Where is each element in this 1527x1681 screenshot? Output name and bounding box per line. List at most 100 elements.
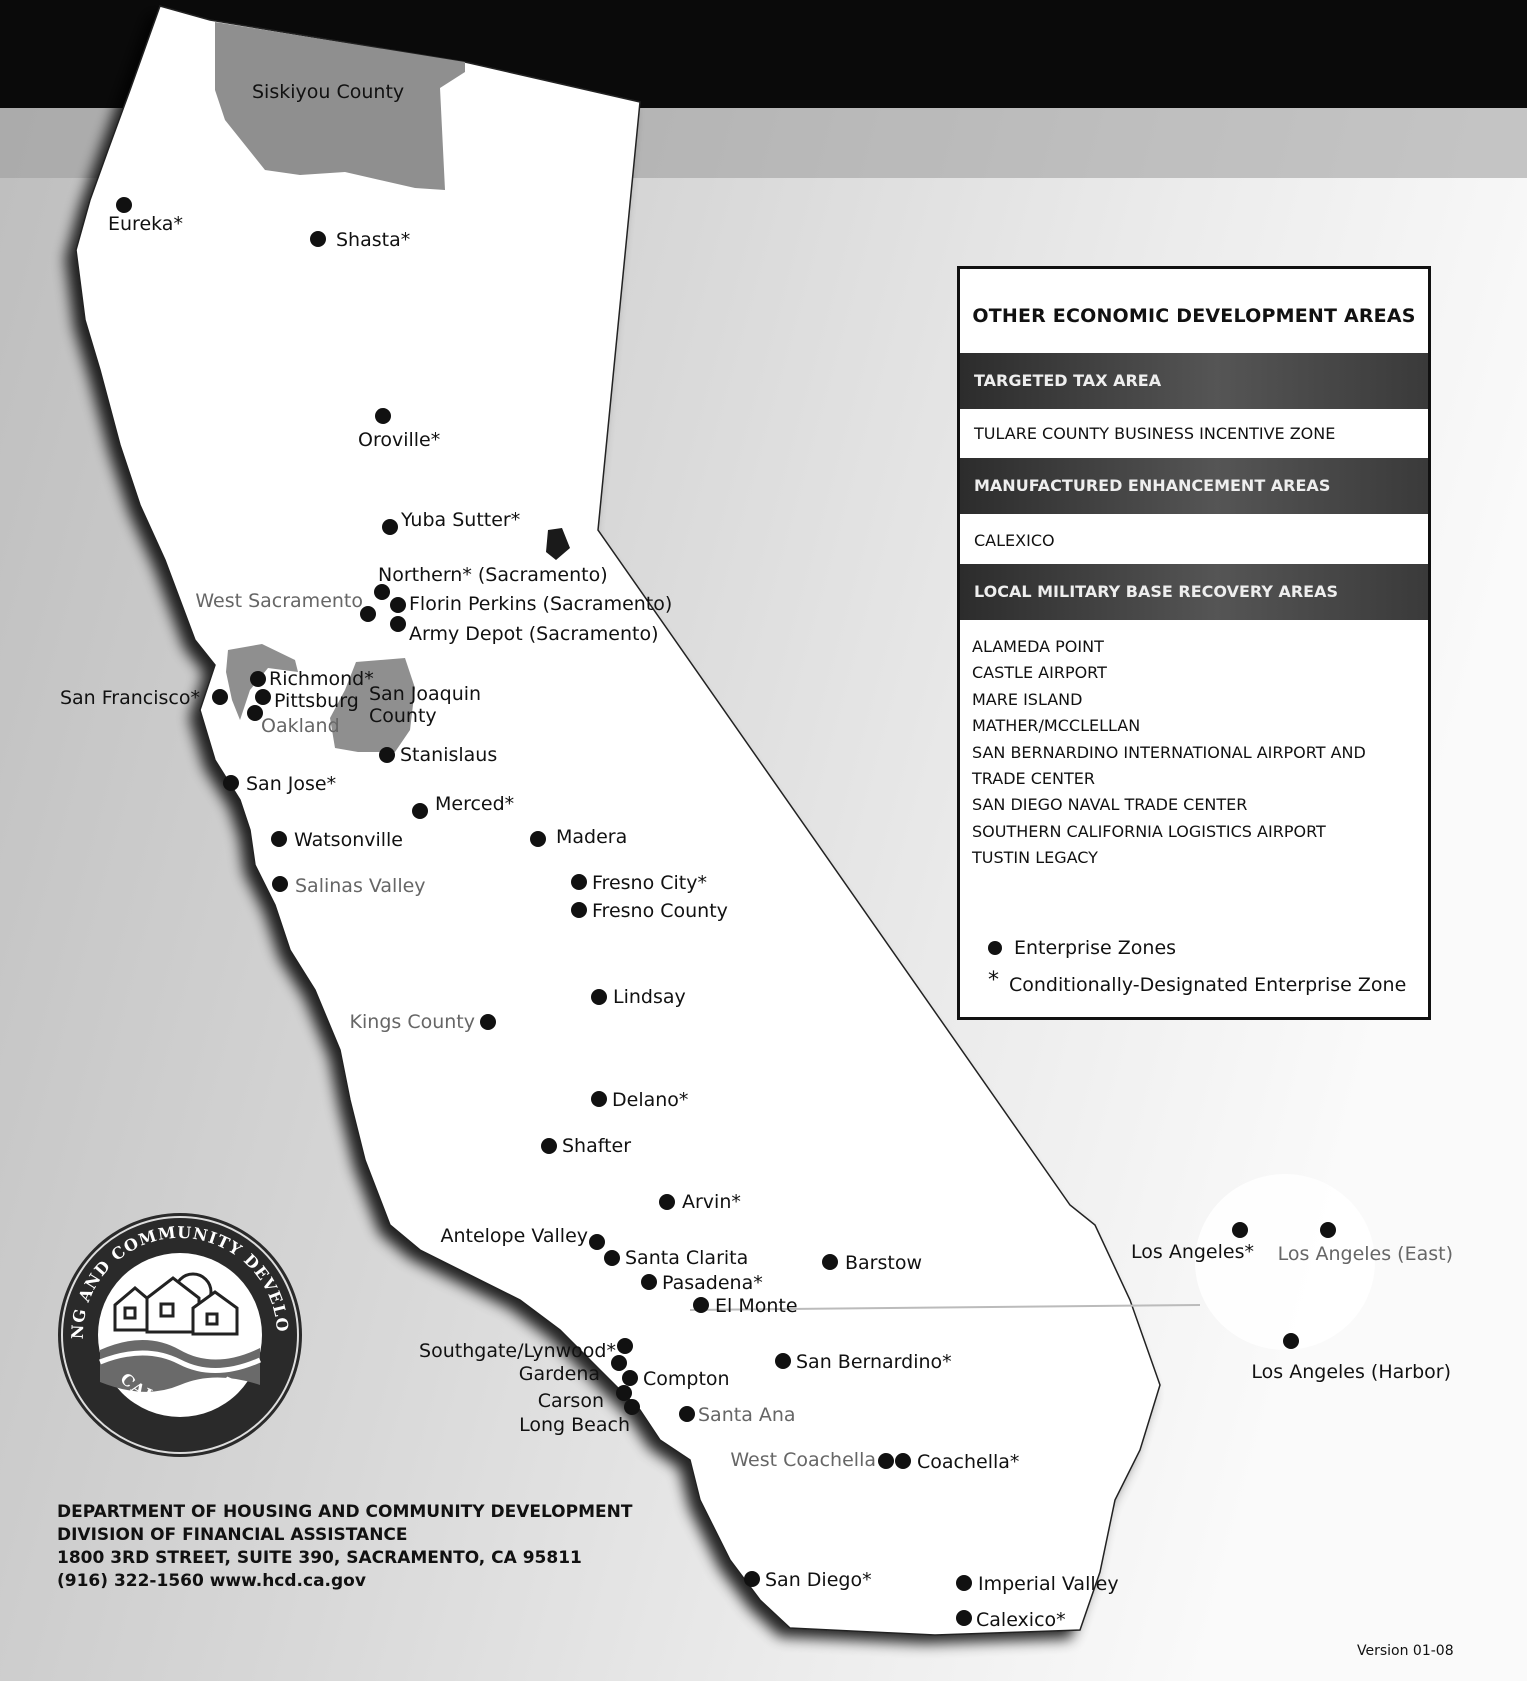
- zone-dot-shasta: [310, 231, 326, 247]
- zone-label-arvin: Arvin*: [682, 1191, 741, 1213]
- zone-label-los-angeles-harbor: Los Angeles (Harbor): [1251, 1361, 1451, 1383]
- zone-dot-west-sacramento: [360, 606, 376, 622]
- zone-dot-florin-perkins-sacramento: [390, 597, 406, 613]
- zone-label-northern-sacramento: Northern* (Sacramento): [378, 564, 608, 586]
- dot-icon: [988, 941, 1002, 955]
- address-line-2: DIVISION OF FINANCIAL ASSISTANCE: [57, 1525, 408, 1545]
- enterprise-zones: Eureka*Shasta*Oroville*Yuba Sutter*North…: [60, 197, 1453, 1631]
- department-address: DEPARTMENT OF HOUSING AND COMMUNITY DEVE…: [57, 1501, 632, 1593]
- sf-bay: [226, 644, 298, 720]
- san-joaquin-county: [330, 658, 415, 752]
- address-line-3: 1800 3RD STREET, SUITE 390, SACRAMENTO, …: [57, 1548, 582, 1568]
- list-item: CASTLE AIRPORT: [972, 663, 1107, 683]
- list-item: SAN BERNARDINO INTERNATIONAL AIRPORT AND…: [972, 742, 1366, 789]
- zone-label-long-beach: Long Beach: [519, 1414, 630, 1436]
- zone-dot-arvin: [659, 1194, 675, 1210]
- zone-dot-san-jose: [223, 775, 239, 791]
- address-line-4: (916) 322-1560 www.hcd.ca.gov: [57, 1571, 366, 1591]
- zone-label-madera: Madera: [556, 826, 627, 848]
- zone-label-army-depot-sacramento: Army Depot (Sacramento): [409, 623, 659, 645]
- zone-label-barstow: Barstow: [845, 1252, 922, 1274]
- legend-box: OTHER ECONOMIC DEVELOPMENT AREAS TARGETE…: [957, 266, 1431, 1020]
- zone-label-lindsay: Lindsay: [613, 986, 686, 1008]
- zone-label-gardena: Gardena: [519, 1363, 600, 1385]
- zone-dot-el-monte: [693, 1297, 709, 1313]
- zone-label-pasadena: Pasadena*: [662, 1272, 763, 1294]
- list-item: ALAMEDA POINT: [972, 637, 1104, 656]
- zone-label-santa-ana: Santa Ana: [698, 1404, 796, 1426]
- asterisk-icon: *: [988, 968, 999, 993]
- county-label-san-joaquin-line2: County: [369, 705, 437, 727]
- zone-label-delano: Delano*: [612, 1089, 688, 1111]
- county-label-san-joaquin: San Joaquin County: [369, 683, 487, 727]
- list-item: SOUTHERN CALIFORNIA LOGISTICS AIRPORT: [972, 821, 1326, 841]
- zone-dot-calexico: [956, 1610, 972, 1626]
- zone-label-west-coachella: West Coachella: [730, 1449, 876, 1471]
- legend-military-list: ALAMEDA POINT CASTLE AIRPORT MARE ISLAND…: [972, 634, 1412, 872]
- zone-dot-delano: [591, 1091, 607, 1107]
- zone-dot-yuba-sutter: [382, 519, 398, 535]
- legend-targeted-tax-item: TULARE COUNTY BUSINESS INCENTIVE ZONE: [974, 424, 1336, 443]
- zone-dot-shafter: [541, 1138, 557, 1154]
- zone-label-watsonville: Watsonville: [294, 829, 403, 851]
- zone-label-los-angeles: Los Angeles*: [1131, 1241, 1254, 1263]
- zone-label-richmond: Richmond*: [269, 668, 374, 690]
- zone-dot-eureka: [116, 197, 132, 213]
- zone-dot-oroville: [375, 408, 391, 424]
- zone-dot-salinas-valley: [272, 876, 288, 892]
- zone-dot-fresno-city: [571, 874, 587, 890]
- county-label-san-joaquin-line1: San Joaquin: [369, 683, 481, 705]
- legend-key-enterprise-label: Enterprise Zones: [1014, 937, 1177, 959]
- legend-title: OTHER ECONOMIC DEVELOPMENT AREAS: [972, 305, 1416, 327]
- legend-key-enterprise: Enterprise Zones: [988, 937, 1176, 959]
- zone-label-antelope-valley: Antelope Valley: [440, 1225, 588, 1247]
- zone-dot-san-diego: [744, 1571, 760, 1587]
- list-item: MARE ISLAND: [972, 689, 1083, 709]
- zone-label-san-jose: San Jose*: [246, 773, 336, 795]
- zone-dot-fresno-county: [571, 902, 587, 918]
- zone-dot-oakland: [247, 705, 263, 721]
- zone-dot-los-angeles-east: [1320, 1222, 1336, 1238]
- zone-dot-watsonville: [271, 831, 287, 847]
- zone-label-los-angeles-east: Los Angeles (East): [1278, 1243, 1453, 1265]
- zone-label-yuba-sutter: Yuba Sutter*: [400, 509, 520, 531]
- address-line-1: DEPARTMENT OF HOUSING AND COMMUNITY DEVE…: [57, 1502, 633, 1522]
- zone-dot-compton: [622, 1370, 638, 1386]
- zone-dot-northern-sacramento: [374, 584, 390, 600]
- zone-dot-army-depot-sacramento: [390, 616, 406, 632]
- zone-dot-coachella: [895, 1453, 911, 1469]
- zone-dot-long-beach: [624, 1399, 640, 1415]
- seal-inner-ring: [61, 1216, 299, 1454]
- zone-label-santa-clarita: Santa Clarita: [625, 1247, 748, 1269]
- list-item: TUSTIN LEGACY: [972, 848, 1098, 868]
- zone-label-el-monte: El Monte: [715, 1295, 798, 1317]
- zone-dot-los-angeles-harbor: [1283, 1333, 1299, 1349]
- zone-label-shasta: Shasta*: [336, 229, 410, 251]
- zone-label-calexico: Calexico*: [976, 1609, 1066, 1631]
- zone-dot-santa-ana: [679, 1406, 695, 1422]
- zone-label-stanislaus: Stanislaus: [400, 744, 497, 766]
- zone-dot-stanislaus: [379, 747, 395, 763]
- zone-dot-carson: [616, 1385, 632, 1401]
- zone-dot-merced: [412, 803, 428, 819]
- zone-dot-san-bernardino: [775, 1353, 791, 1369]
- inset-connector: [689, 1304, 1201, 1311]
- zone-dot-imperial-valley: [956, 1575, 972, 1591]
- los-angeles-inset: [1195, 1174, 1375, 1350]
- zone-dot-los-angeles: [1232, 1222, 1248, 1238]
- version-label: Version 01-08: [1357, 1643, 1454, 1659]
- zone-label-fresno-city: Fresno City*: [592, 872, 707, 894]
- zone-dot-richmond: [250, 671, 266, 687]
- zone-label-oakland: Oakland: [261, 715, 340, 737]
- list-item: SAN DIEGO NAVAL TRADE CENTER: [972, 795, 1248, 815]
- wave-stripe: [99, 1350, 262, 1373]
- zone-dot-madera: [530, 831, 546, 847]
- zone-dot-pasadena: [641, 1274, 657, 1290]
- zone-label-west-sacramento: West Sacramento: [195, 590, 363, 612]
- zone-label-compton: Compton: [643, 1368, 730, 1390]
- zone-dot-antelope-valley: [589, 1234, 605, 1250]
- zone-label-kings-county: Kings County: [350, 1011, 475, 1033]
- legend-manufactured-item: CALEXICO: [974, 531, 1055, 550]
- zone-label-carson: Carson: [538, 1390, 604, 1412]
- legend-manufactured-header: MANUFACTURED ENHANCEMENT AREAS: [960, 458, 1428, 514]
